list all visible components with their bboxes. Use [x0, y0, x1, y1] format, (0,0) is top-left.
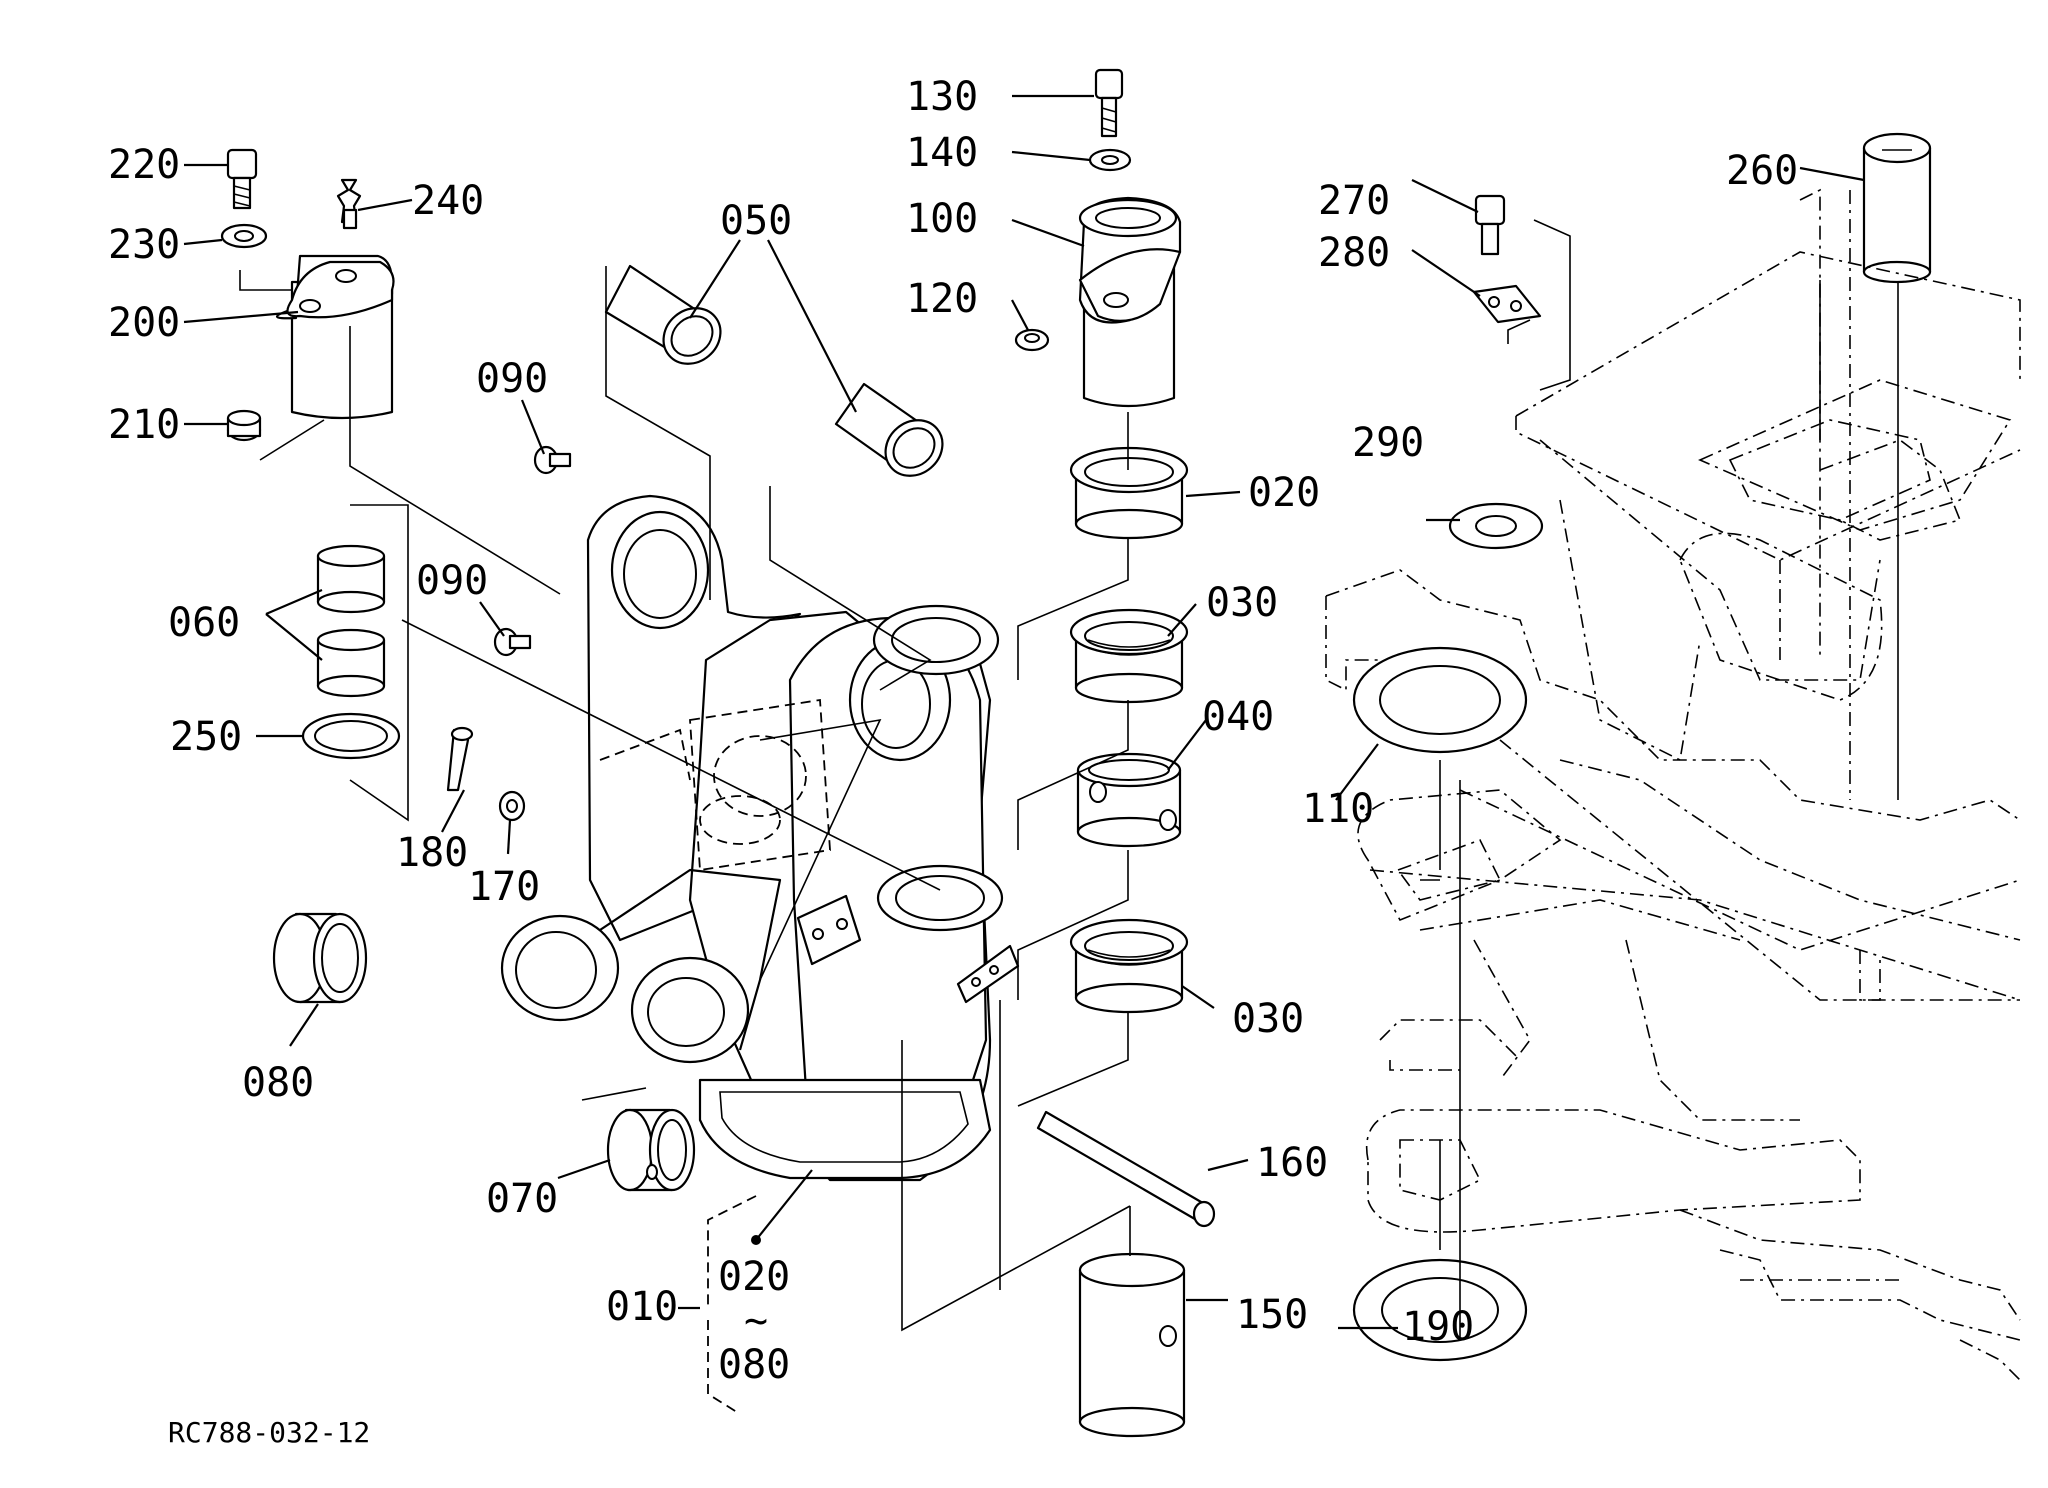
- pin-150: [1078, 1252, 1186, 1438]
- shim-250: [301, 712, 401, 760]
- label-120: 120: [906, 276, 978, 322]
- shim-290: [1448, 502, 1544, 550]
- label-100: 100: [906, 196, 978, 242]
- leader-lines: [183, 94, 1865, 1330]
- label-040: 040: [1202, 694, 1274, 740]
- label-030-lower: 030: [1232, 996, 1304, 1042]
- label-range-start: 020: [718, 1254, 790, 1300]
- label-110: 110: [1302, 786, 1374, 832]
- label-090-upper: 090: [476, 356, 548, 402]
- bolt-270: [1474, 194, 1506, 256]
- spacer-210: [226, 409, 262, 442]
- label-140: 140: [906, 130, 978, 176]
- label-050: 050: [720, 198, 792, 244]
- grease-fitting-240: [336, 178, 362, 230]
- cotter-pin-180: [446, 726, 474, 792]
- pin-200: [275, 254, 395, 420]
- bushing-020: [1069, 446, 1189, 540]
- bushing-030-upper: [1069, 608, 1189, 704]
- assembly-lines: [239, 219, 1899, 1340]
- washer-170: [498, 790, 526, 822]
- label-260: 260: [1726, 148, 1798, 194]
- label-010: 010: [606, 1284, 678, 1330]
- label-160: 160: [1256, 1140, 1328, 1186]
- bushing-030-lower: [1069, 918, 1189, 1014]
- label-290: 290: [1352, 420, 1424, 466]
- washer-120: [1014, 328, 1050, 352]
- label-030-upper: 030: [1206, 580, 1278, 626]
- bushing-040: [1076, 752, 1182, 848]
- label-060: 060: [168, 600, 240, 646]
- label-180: 180: [396, 830, 468, 876]
- label-230: 230: [108, 222, 180, 268]
- bolt-130: [1094, 68, 1124, 138]
- frame-dashed: [1325, 188, 2021, 1381]
- pin-260: [1862, 132, 1932, 284]
- bushing-060-lower: [316, 628, 386, 698]
- bushing-060-upper: [316, 544, 386, 614]
- bushing-050-upper: [604, 264, 722, 365]
- label-250: 250: [170, 714, 242, 760]
- label-210: 210: [108, 402, 180, 448]
- bushing-070: [606, 1108, 696, 1192]
- bolt-220: [226, 148, 258, 210]
- label-range-tilde: ~: [744, 1298, 768, 1344]
- thrust-washer-110: [1352, 646, 1528, 754]
- pin-160: [1036, 1110, 1216, 1228]
- grease-nipple-090-upper: [533, 445, 572, 475]
- swing-bracket-010: [500, 494, 1020, 1182]
- thrust-washer-190: [1352, 1258, 1528, 1362]
- label-190: 190: [1402, 1304, 1474, 1350]
- label-240: 240: [412, 178, 484, 224]
- label-070: 070: [486, 1176, 558, 1222]
- label-020: 020: [1248, 470, 1320, 516]
- label-200: 200: [108, 300, 180, 346]
- group-bracket: [707, 1195, 757, 1415]
- label-270: 270: [1318, 178, 1390, 224]
- label-090-lower: 090: [416, 558, 488, 604]
- label-150: 150: [1236, 1292, 1308, 1338]
- washer-230: [220, 223, 268, 249]
- washer-140: [1088, 148, 1132, 172]
- label-080: 080: [242, 1060, 314, 1106]
- drawing-code: RC788-032-12: [168, 1416, 370, 1449]
- label-range-end: 080: [718, 1342, 790, 1388]
- bushing-080: [272, 912, 368, 1004]
- label-280: 280: [1318, 230, 1390, 276]
- label-130: 130: [906, 74, 978, 120]
- grease-nipple-090-lower: [493, 627, 532, 657]
- callout-labels: 220 230 240 200 210 060 250 180 170 090 …: [108, 74, 1798, 1449]
- bushing-050-lower: [834, 382, 944, 477]
- plate-280: [1472, 284, 1542, 324]
- label-170: 170: [468, 864, 540, 910]
- housing-100: [1078, 196, 1182, 408]
- label-220: 220: [108, 142, 180, 188]
